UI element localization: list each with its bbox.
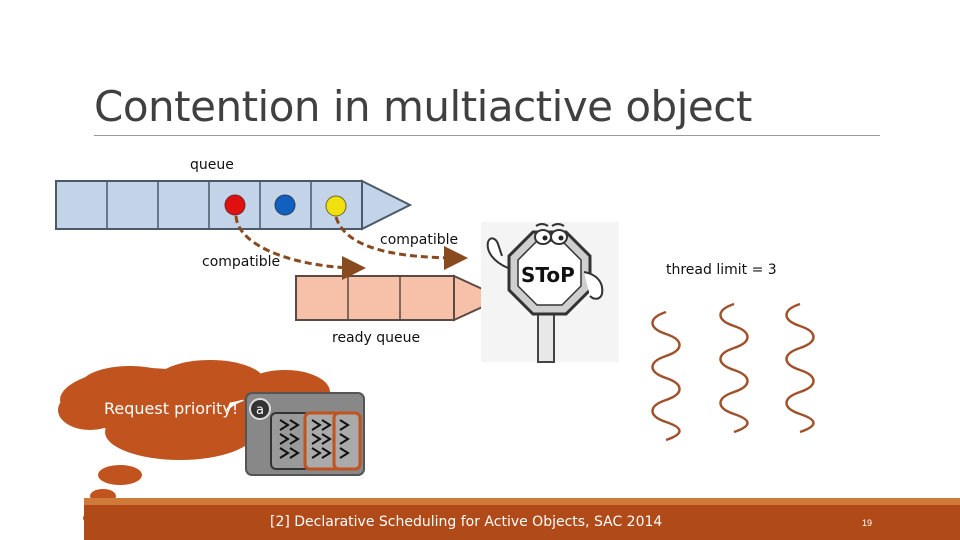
footer-citation: [2] Declarative Scheduling for Active Ob… bbox=[270, 514, 663, 530]
compatible-arrow-right bbox=[334, 216, 468, 270]
thread-squiggles bbox=[651, 302, 815, 442]
active-object-stack bbox=[245, 392, 365, 476]
yellow-request-dot bbox=[325, 195, 347, 217]
compatible-label-right: compatible bbox=[380, 232, 459, 248]
compatible-label-left: compatible bbox=[202, 254, 281, 270]
queue-shape bbox=[55, 179, 413, 231]
activity-badge: a bbox=[256, 403, 264, 418]
queue-label: queue bbox=[190, 157, 234, 173]
ready-queue-shape bbox=[295, 274, 505, 322]
page-number: 19 bbox=[862, 518, 873, 528]
ready-queue-label: ready queue bbox=[332, 330, 421, 346]
thread-3 bbox=[785, 302, 815, 434]
red-request-dot bbox=[224, 194, 246, 216]
blue-request-dot bbox=[274, 194, 296, 216]
thought-bubble-text: Request priority! bbox=[104, 399, 239, 418]
stop-sign-character: SToP bbox=[481, 222, 619, 363]
title-divider bbox=[94, 135, 880, 136]
slide-title: Contention in multiactive object bbox=[94, 82, 752, 131]
footer-accent-bar bbox=[84, 498, 960, 505]
thread-2 bbox=[719, 302, 749, 434]
stop-sign-text: SToP bbox=[521, 263, 575, 287]
footer-band bbox=[84, 505, 960, 540]
thread-limit-label: thread limit = 3 bbox=[666, 262, 777, 278]
compatible-arrow-left bbox=[234, 215, 366, 280]
thread-1 bbox=[651, 310, 681, 442]
